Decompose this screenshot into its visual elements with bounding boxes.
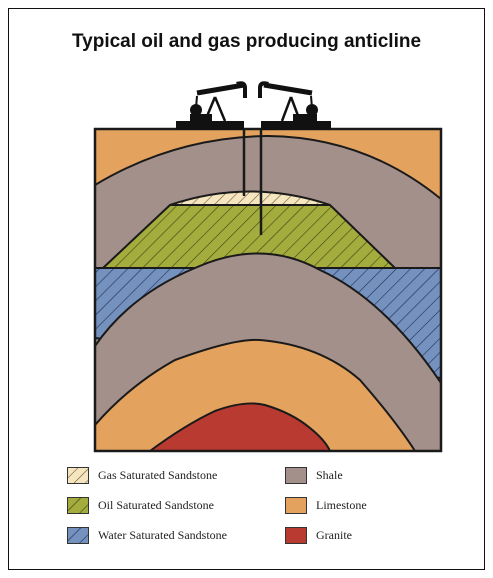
granite-core	[146, 402, 332, 452]
gas-sandstone-layer	[169, 190, 331, 206]
pumpjack-icon	[258, 81, 331, 130]
limestone-lower-layer	[94, 338, 417, 452]
diagram-title: Typical oil and gas producing anticline	[71, 31, 422, 52]
pumpjack-icon	[176, 81, 247, 130]
